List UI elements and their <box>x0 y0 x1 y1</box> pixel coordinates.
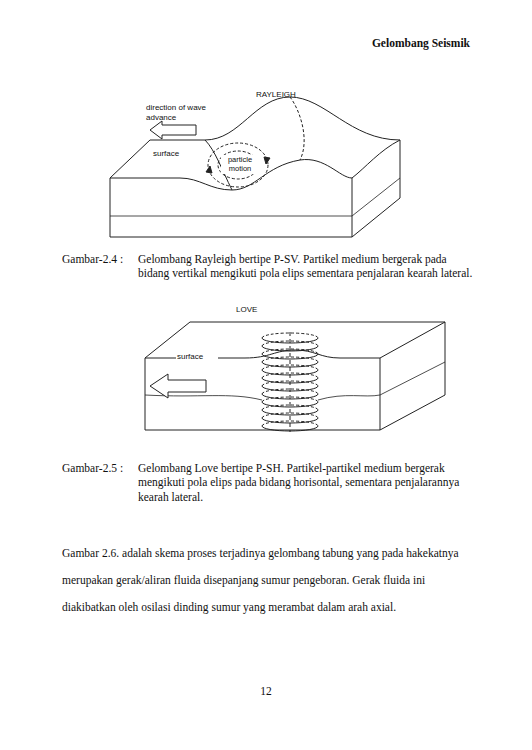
arrow-label: direction of wave advance <box>146 103 208 123</box>
surface-label: surface <box>152 149 194 159</box>
figure-caption: Gelombang Rayleigh bertipe P-SV. Partike… <box>138 252 478 281</box>
surface-label: surface <box>176 352 218 362</box>
figure-caption: Gelombang Love bertipe P-SH. Partikel-pa… <box>138 461 478 504</box>
figure-number: Gambar-2.4 : <box>62 252 136 266</box>
running-header: Gelombang Seismik <box>330 36 470 50</box>
love-block <box>145 322 445 432</box>
coil-axis <box>290 332 291 432</box>
figure-number: Gambar-2.5 : <box>62 461 136 475</box>
body-paragraph: Gambar 2.6. adalah skema proses terjadin… <box>62 540 474 621</box>
motion-label: particle motion <box>221 155 259 174</box>
figure-title: RAYLEIGH <box>256 90 316 100</box>
page-number: 12 <box>246 684 286 698</box>
figure-title: LOVE <box>236 305 286 315</box>
